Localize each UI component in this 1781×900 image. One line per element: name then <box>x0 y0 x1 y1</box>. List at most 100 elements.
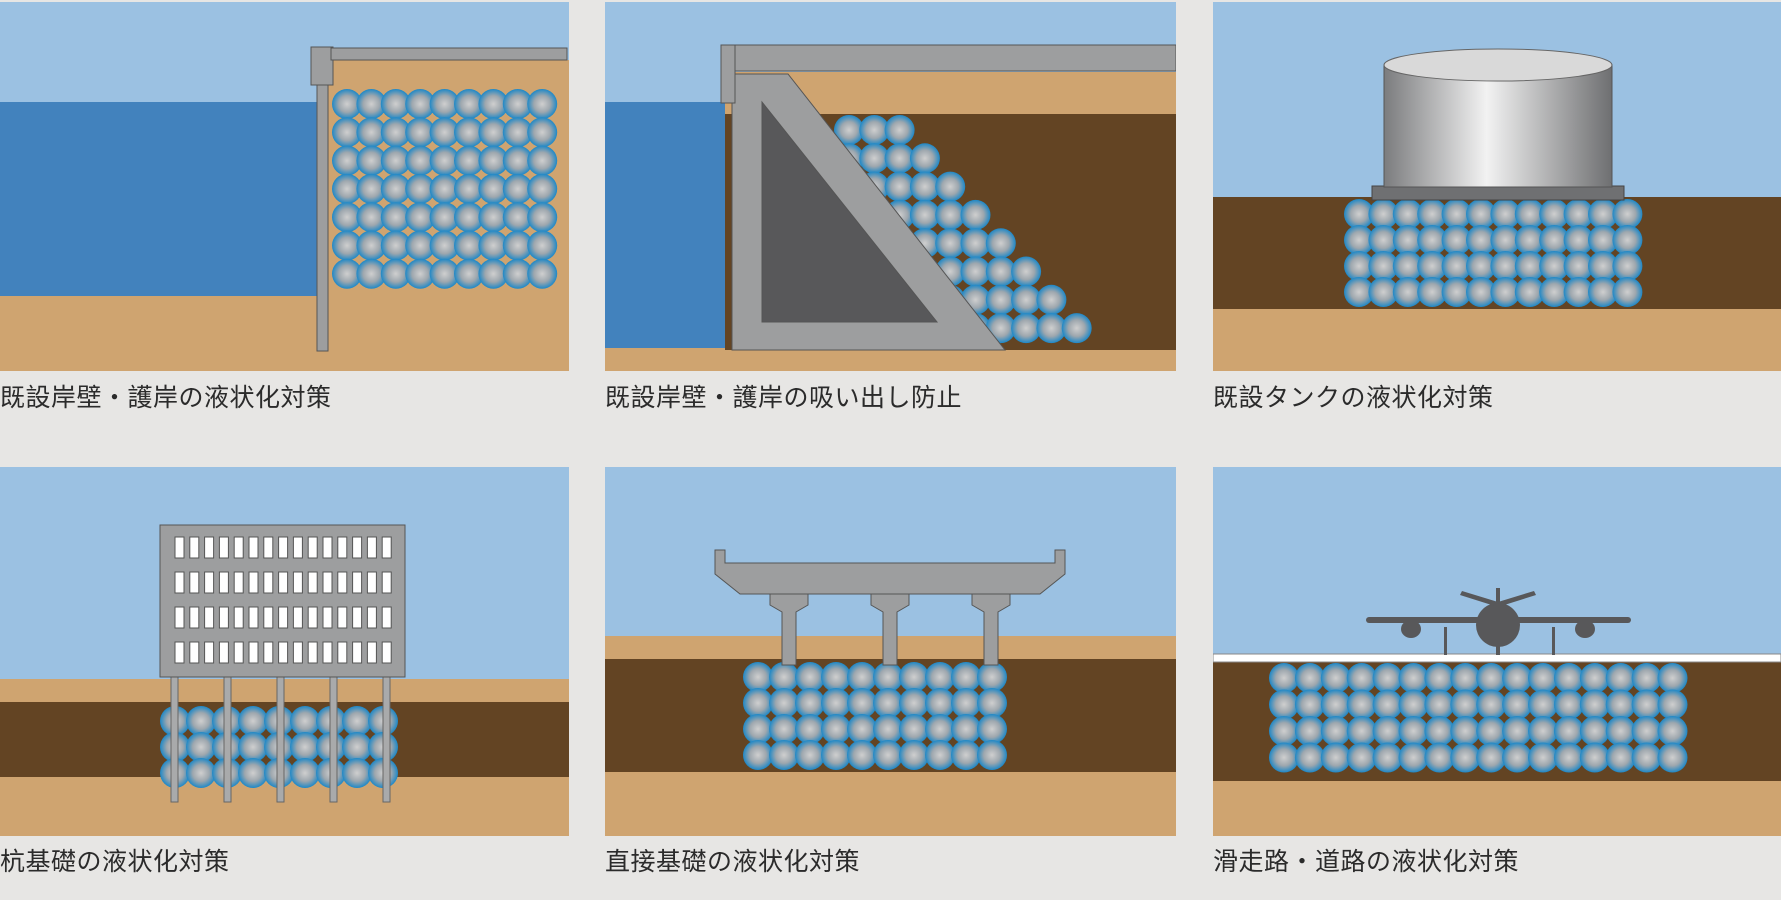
injection-ball <box>1372 716 1403 746</box>
injection-ball <box>1657 689 1688 720</box>
injection-ball <box>356 258 387 289</box>
injection-ball <box>1563 199 1594 229</box>
injection-ball <box>1346 689 1377 720</box>
injection-ball <box>1631 689 1662 720</box>
injection-ball <box>847 714 877 744</box>
injection-ball <box>899 740 929 770</box>
injection-ball <box>1346 663 1377 693</box>
water <box>0 102 330 298</box>
injection-ball <box>527 89 558 119</box>
building-window <box>233 641 244 664</box>
injection-ball <box>1294 742 1325 773</box>
pile <box>223 675 232 803</box>
building-window <box>233 536 244 559</box>
injection-ball <box>884 143 915 174</box>
injection-ball <box>1502 716 1533 746</box>
building-window <box>366 641 377 664</box>
injection-ball <box>1657 716 1688 746</box>
injection-ball <box>1320 742 1351 773</box>
quay-suction-diagram <box>605 2 1176 371</box>
injection-ball <box>186 732 216 762</box>
injection-ball <box>1344 277 1374 307</box>
injection-ball <box>1657 742 1688 773</box>
injection-ball <box>478 89 509 119</box>
injection-ball <box>1269 663 1299 693</box>
injection-ball <box>1466 199 1496 229</box>
injection-ball <box>356 173 387 204</box>
injection-ball <box>1372 689 1403 720</box>
pile <box>170 675 179 803</box>
injection-ball <box>1269 742 1299 773</box>
gravity-wall-core <box>761 100 939 323</box>
injection-ball <box>1346 716 1377 746</box>
building-window <box>337 606 348 629</box>
injection-ball <box>405 117 436 148</box>
pile <box>276 675 285 803</box>
panel-existing-tank <box>1213 2 1781 371</box>
injection-ball <box>429 230 460 261</box>
injection-ball <box>925 688 955 718</box>
injection-ball <box>884 171 915 202</box>
injection-ball <box>1294 663 1325 693</box>
injection-ball <box>478 230 509 261</box>
injection-ball <box>769 714 799 744</box>
quay-liquefaction-diagram <box>0 2 569 371</box>
injection-ball <box>1528 742 1558 773</box>
injection-ball <box>1344 199 1374 229</box>
injection-ball <box>356 89 387 119</box>
injection-ball <box>1061 313 1092 344</box>
injection-ball <box>795 740 825 770</box>
injection-ball <box>1476 663 1507 693</box>
injection-ball <box>909 199 940 230</box>
building-window <box>322 641 333 664</box>
injection-ball <box>1612 199 1643 229</box>
sand-layer <box>1213 781 1781 836</box>
injection-ball <box>454 117 484 148</box>
injection-ball <box>899 662 929 692</box>
injection-ball <box>527 258 558 289</box>
building-window <box>307 571 318 594</box>
injection-ball <box>502 173 533 204</box>
building-window <box>322 606 333 629</box>
injection-ball <box>1392 277 1423 307</box>
injection-ball <box>290 732 320 762</box>
injection-ball <box>977 688 1007 718</box>
quay-deck <box>330 47 568 61</box>
caption-quay-liquefaction: 既設岸壁・護岸の液状化対策 <box>0 383 332 412</box>
injection-ball <box>873 714 903 744</box>
injection-ball-group <box>332 89 558 289</box>
injection-ball <box>847 688 877 718</box>
tank-roof <box>1383 48 1613 82</box>
building-window <box>337 641 348 664</box>
injection-ball <box>1528 663 1558 693</box>
injection-ball <box>1441 225 1472 255</box>
injection-ball <box>429 258 460 289</box>
injection-ball <box>405 230 436 261</box>
injection-ball <box>1588 277 1618 307</box>
injection-ball <box>332 89 362 119</box>
runway-pavement <box>1213 653 1781 663</box>
injection-ball <box>1011 284 1042 315</box>
injection-ball <box>1424 716 1455 746</box>
panel-runway-road <box>1213 467 1781 836</box>
injection-ball <box>1553 689 1584 720</box>
building-window <box>366 536 377 559</box>
injection-ball <box>1392 225 1423 255</box>
injection-ball <box>1398 742 1429 773</box>
building-window <box>278 606 289 629</box>
injection-ball <box>859 143 890 174</box>
building-window <box>337 571 348 594</box>
injection-ball <box>1398 689 1429 720</box>
injection-ball <box>909 171 940 202</box>
injection-ball <box>1490 199 1521 229</box>
injection-ball-group <box>1269 663 1688 773</box>
injection-ball <box>1344 251 1374 281</box>
injection-ball <box>454 145 484 176</box>
injection-ball-group <box>743 662 1007 770</box>
quay-cap <box>310 46 334 86</box>
building-window <box>292 641 303 664</box>
injection-ball <box>429 117 460 148</box>
injection-ball <box>405 89 436 119</box>
injection-ball <box>332 117 362 148</box>
injection-ball <box>454 89 484 119</box>
